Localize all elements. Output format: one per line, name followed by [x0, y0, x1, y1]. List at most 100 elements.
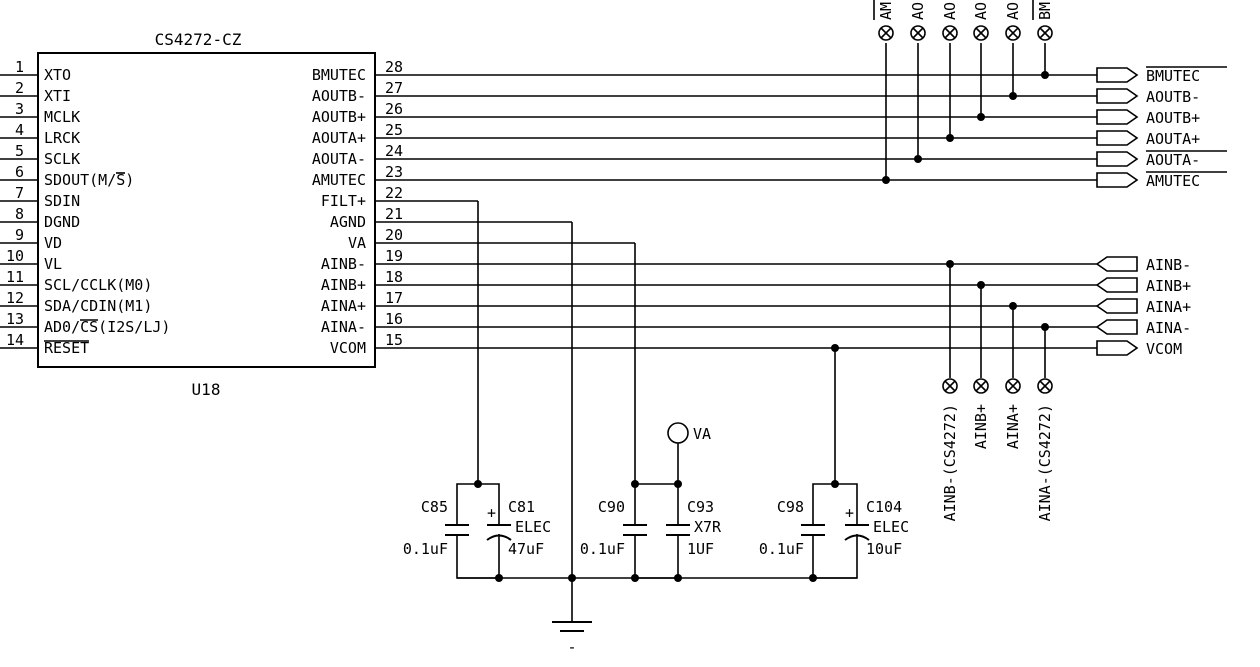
pin-number: 10: [6, 247, 24, 265]
va-supply-symbol: [667, 422, 689, 444]
va-supply-label: VA: [693, 425, 711, 443]
cap-gap: [633, 526, 637, 534]
junction-dot: [568, 574, 576, 582]
cap-type: X7R: [694, 518, 722, 536]
pin-number: 2: [15, 79, 24, 97]
output-port-flag: [1096, 109, 1139, 125]
pin-name: AINB+: [321, 276, 366, 294]
junction-dot: [946, 260, 954, 268]
test-point-symbol: [973, 378, 989, 394]
junction-dot: [495, 574, 503, 582]
junction-dot: [1041, 323, 1049, 331]
capacitor-curved-plate: [844, 534, 870, 541]
pin-number: 7: [15, 184, 24, 202]
cap-reference: C98: [777, 498, 804, 516]
pin-name: AINB-: [321, 255, 366, 273]
top-test-point-label: AO: [1004, 2, 1022, 20]
test-point-symbol: [1037, 25, 1053, 41]
junction-dot: [977, 281, 985, 289]
pin-number: 1: [15, 58, 24, 76]
output-port-flag: [1096, 151, 1139, 167]
top-test-point-label: AO: [909, 2, 927, 20]
test-point-cross: [912, 27, 924, 39]
input-port-label: AINB+: [1146, 277, 1191, 295]
junction-dot: [1009, 302, 1017, 310]
junction-dot: [946, 134, 954, 142]
junction-dot: [831, 344, 839, 352]
pin-number: 14: [6, 331, 24, 349]
cap-type: ELEC: [873, 518, 909, 536]
test-point-symbol: [973, 25, 989, 41]
pin-number: 18: [385, 268, 403, 286]
pin-name: RESET: [44, 339, 89, 357]
cap-reference: C90: [598, 498, 625, 516]
output-port-label: AOUTA+: [1146, 130, 1200, 148]
capacitors: ++C850.1uFC81ELEC47uFC900.1uFC93X7R1UFC9…: [403, 498, 909, 558]
pin-number: 12: [6, 289, 24, 307]
cap-wire: [634, 484, 678, 579]
pin-number: 21: [385, 205, 403, 223]
junction-dot: [831, 480, 839, 488]
pin-number: 15: [385, 331, 403, 349]
ground-mark: -: [567, 638, 576, 656]
output-port-label: AOUTA-: [1146, 151, 1200, 169]
test-point-ring: [910, 25, 926, 41]
test-point-cross: [1007, 27, 1019, 39]
pin-number: 8: [15, 205, 24, 223]
pin-name: LRCK: [44, 129, 80, 147]
pin-name: AOUTB-: [312, 87, 366, 105]
output-port-flag: [1096, 172, 1139, 188]
decoupling-network: - VA: [375, 200, 858, 656]
pin-name: SCLK: [44, 150, 80, 168]
test-point-cross: [1039, 27, 1051, 39]
pin-number: 16: [385, 310, 403, 328]
pin-number: 27: [385, 79, 403, 97]
test-point-cross: [975, 27, 987, 39]
pin-name: AD0/CS(I2S/LJ): [44, 318, 170, 336]
input-port-flag: [1095, 277, 1138, 293]
cap-gap: [811, 526, 815, 534]
top-test-point-label: AO: [972, 2, 990, 20]
cap-value: 0.1uF: [759, 540, 804, 558]
output-port-label: AOUTB+: [1146, 109, 1200, 127]
pin-name: VD: [44, 234, 62, 252]
input-port-flag: [1095, 256, 1138, 272]
vcom-port-flag: [1096, 340, 1139, 356]
bottom-test-point-label: AINB+: [972, 404, 990, 449]
test-point-symbol: [878, 25, 894, 41]
input-ports: AINB-AINB+AINA+AINA-: [1095, 256, 1191, 337]
test-point-cross: [1039, 380, 1051, 392]
pin-name: AOUTA-: [312, 150, 366, 168]
pin-number: 22: [385, 184, 403, 202]
junction-dot: [1009, 92, 1017, 100]
pin-name: SCL/CCLK(M0): [44, 276, 152, 294]
pin-name: SDA/CDIN(M1): [44, 297, 152, 315]
pin-name: VCOM: [330, 339, 366, 357]
pin-name: VA: [348, 234, 366, 252]
input-nets: [375, 260, 1097, 378]
vcom-port-label: VCOM: [1146, 340, 1182, 358]
test-point-cross: [1007, 380, 1019, 392]
pin-number: 9: [15, 226, 24, 244]
output-port-label: BMUTEC: [1146, 67, 1200, 85]
cap-gap: [497, 526, 501, 534]
output-port-flag: [1096, 130, 1139, 146]
test-point-symbol: [1005, 25, 1021, 41]
test-point-ring: [973, 25, 989, 41]
bottom-test-point-label: AINA-(CS4272): [1036, 404, 1054, 521]
pin-number: 3: [15, 100, 24, 118]
cap-gap: [676, 526, 680, 534]
pin-name: BMUTEC: [312, 66, 366, 84]
pin-name: FILT+: [321, 192, 366, 210]
capacitor-curved-plate: [486, 534, 512, 541]
junction-dot: [977, 113, 985, 121]
test-point-ring: [878, 25, 894, 41]
test-point-cross: [944, 380, 956, 392]
pin-number: 23: [385, 163, 403, 181]
pin-number: 4: [15, 121, 24, 139]
polarity-plus: +: [845, 504, 854, 522]
junction-dot: [631, 480, 639, 488]
input-port-label: AINA+: [1146, 298, 1191, 316]
junction-dot: [882, 176, 890, 184]
bottom-test-points: AINB-(CS4272)AINB+AINA+AINA-(CS4272): [941, 378, 1054, 521]
